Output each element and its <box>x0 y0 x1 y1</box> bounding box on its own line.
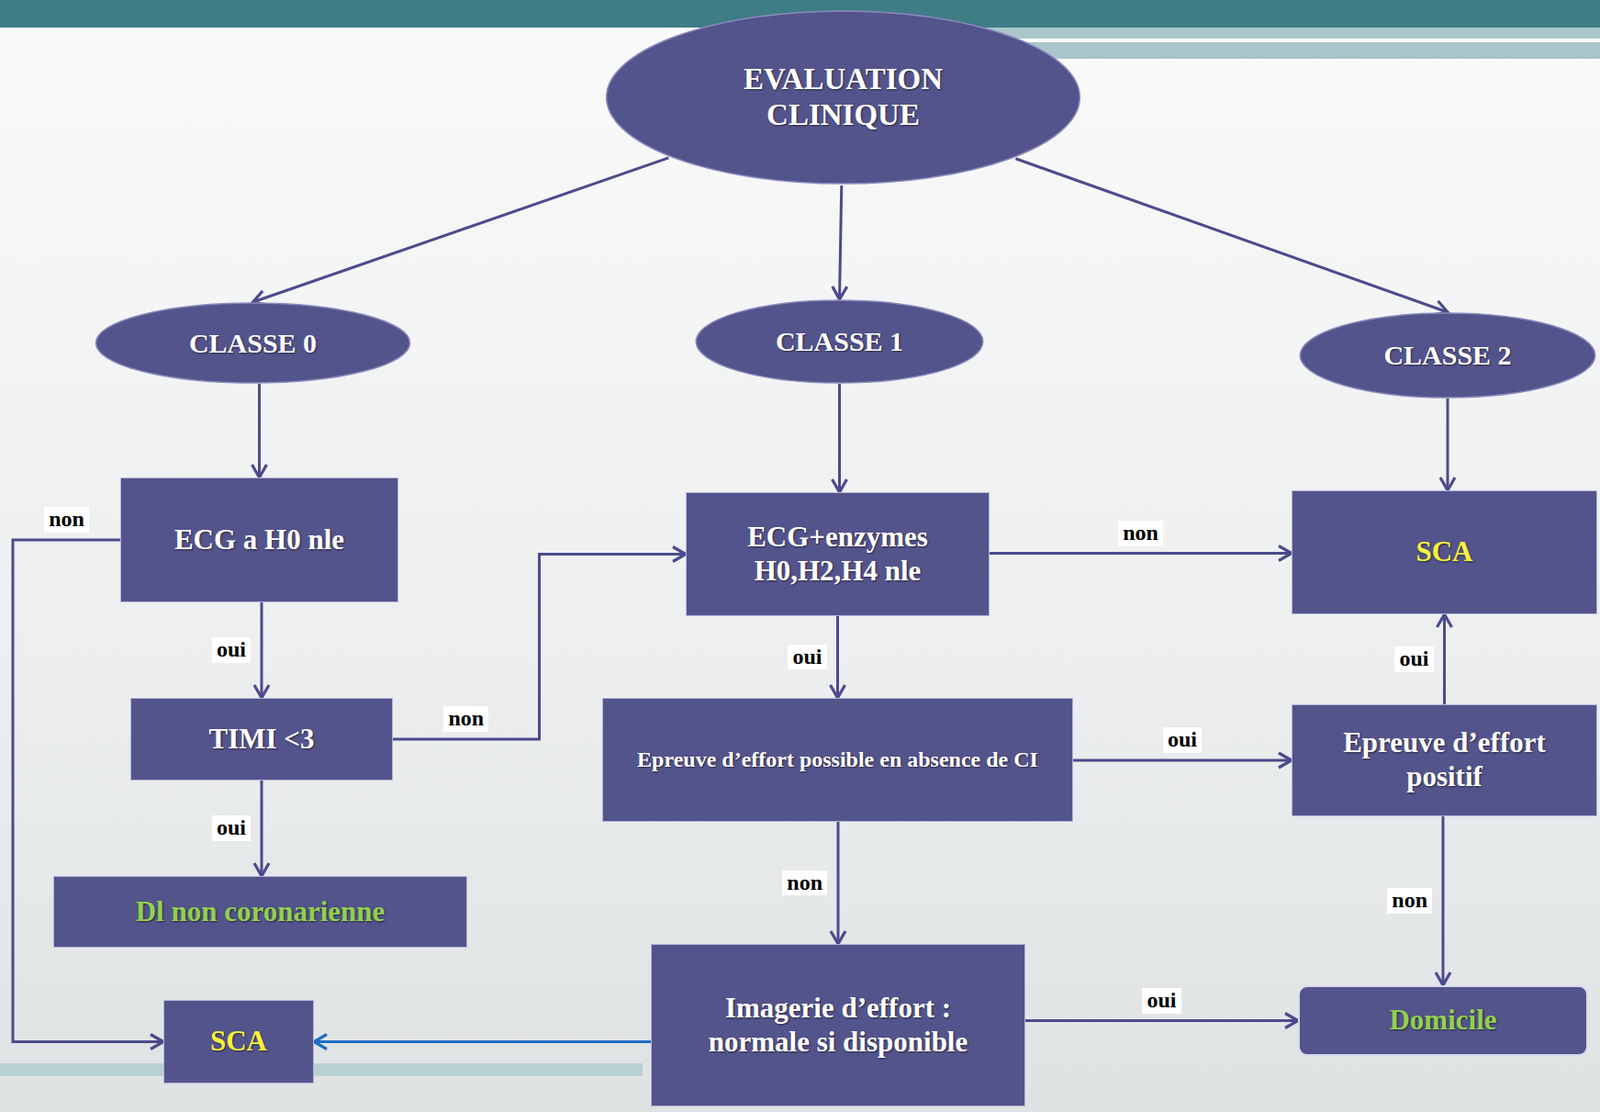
test-box: Epreuve d’effort possible en absence de … <box>602 697 1074 822</box>
node-text: SCA <box>1415 535 1473 570</box>
node-body: Dl non coronarienne <box>70 895 450 929</box>
class-ellipse: CLASSE 0 <box>93 302 413 384</box>
node-text: ECG a H0 nle <box>174 523 345 558</box>
start-ellipse: EVALUATION CLINIQUE <box>603 9 1084 186</box>
edge-label: oui <box>1141 987 1181 1014</box>
flow-arrow <box>1446 398 1450 491</box>
top-white-line <box>1000 38 1600 43</box>
flow-arrow <box>1025 1018 1298 1022</box>
test-box: ECG+enzymes H0,H2,H4 nle <box>685 492 990 616</box>
node-body: Epreuve d’effort possible en absence de … <box>630 746 1045 773</box>
node-body: Epreuve d’effort positif <box>1309 726 1580 794</box>
node-body: Domicile <box>1316 1003 1570 1038</box>
node-text: Epreuve d’effort possible en absence de … <box>637 746 1039 773</box>
flow-arrow <box>313 1040 651 1043</box>
node-text: Domicile <box>1388 1003 1497 1038</box>
outcome-box: Dl non coronarienne <box>53 875 468 948</box>
node-text: EVALUATION CLINIQUE <box>684 61 1002 134</box>
ellipse-shape <box>606 11 1081 184</box>
node-text: ECG+enzymes H0,H2,H4 nle <box>703 520 973 588</box>
ellipse-shape <box>1299 313 1595 398</box>
edge-label: non <box>1387 887 1433 914</box>
outcome-box: SCA <box>163 999 314 1084</box>
class-ellipse: CLASSE 2 <box>1297 312 1598 399</box>
edge-label: oui <box>212 637 251 663</box>
test-box: ECG a H0 nle <box>120 477 399 603</box>
edge-label: oui <box>787 644 827 671</box>
edge-label: non <box>44 506 90 533</box>
node-text: CLASSE 1 <box>775 324 904 358</box>
node-body: CLASSE 0 <box>147 326 359 359</box>
node-body: ECG a H0 nle <box>137 523 381 558</box>
node-text: Imagerie d’effort : normale si disponibl… <box>679 991 997 1059</box>
flow-arrow <box>253 157 670 303</box>
node-text: CLASSE 0 <box>189 326 317 359</box>
node-body: CLASSE 1 <box>743 324 936 358</box>
node-text: TIMI <3 <box>209 722 315 757</box>
node-body: CLASSE 2 <box>1348 338 1547 371</box>
outcome-box: Domicile <box>1297 984 1589 1056</box>
bottom-band <box>0 1062 643 1076</box>
flow-arrow <box>12 539 164 1042</box>
flow-arrow <box>838 383 841 493</box>
flow-arrow <box>1015 158 1448 313</box>
test-box: Epreuve d’effort positif <box>1291 704 1598 817</box>
node-text: CLASSE 2 <box>1383 338 1511 371</box>
node-text: SCA <box>210 1024 268 1059</box>
ellipse-shape <box>695 300 984 383</box>
node-text: Epreuve d’effort positif <box>1309 726 1580 794</box>
edge-label: non <box>443 705 489 732</box>
node-body: SCA <box>180 1024 297 1059</box>
ellipse-outline <box>603 9 1084 186</box>
outcome-box: SCA <box>1291 490 1598 615</box>
node-body: ECG+enzymes H0,H2,H4 nle <box>703 520 973 588</box>
edge-label: non <box>782 870 828 896</box>
flow-arrow <box>839 185 842 300</box>
node-text: Dl non coronarienne <box>135 895 386 929</box>
test-box: TIMI <3 <box>130 697 393 781</box>
flow-arrow <box>260 602 264 698</box>
node-body: EVALUATION CLINIQUE <box>684 61 1002 134</box>
node-body: Imagerie d’effort : normale si disponibl… <box>679 991 997 1059</box>
flow-arrow <box>1073 759 1292 762</box>
flow-arrow <box>836 615 840 698</box>
class-ellipse: CLASSE 1 <box>693 299 985 384</box>
flow-arrow <box>260 780 264 876</box>
flow-arrow <box>1443 614 1446 705</box>
node-body: SCA <box>1309 535 1580 570</box>
edge-label: non <box>1118 520 1164 547</box>
flow-arrow <box>837 821 840 944</box>
test-box: Imagerie d’effort : normale si disponibl… <box>650 943 1026 1107</box>
node-body: TIMI <3 <box>147 722 376 757</box>
flow-arrow <box>257 383 261 478</box>
flow-arrow <box>1442 816 1445 985</box>
top-side-band <box>984 27 1600 59</box>
edge-label: oui <box>212 815 251 841</box>
flow-arrow <box>989 551 1292 555</box>
ellipse-shape <box>95 302 410 383</box>
edge-label: oui <box>1163 727 1202 753</box>
edge-label: oui <box>1394 646 1433 672</box>
